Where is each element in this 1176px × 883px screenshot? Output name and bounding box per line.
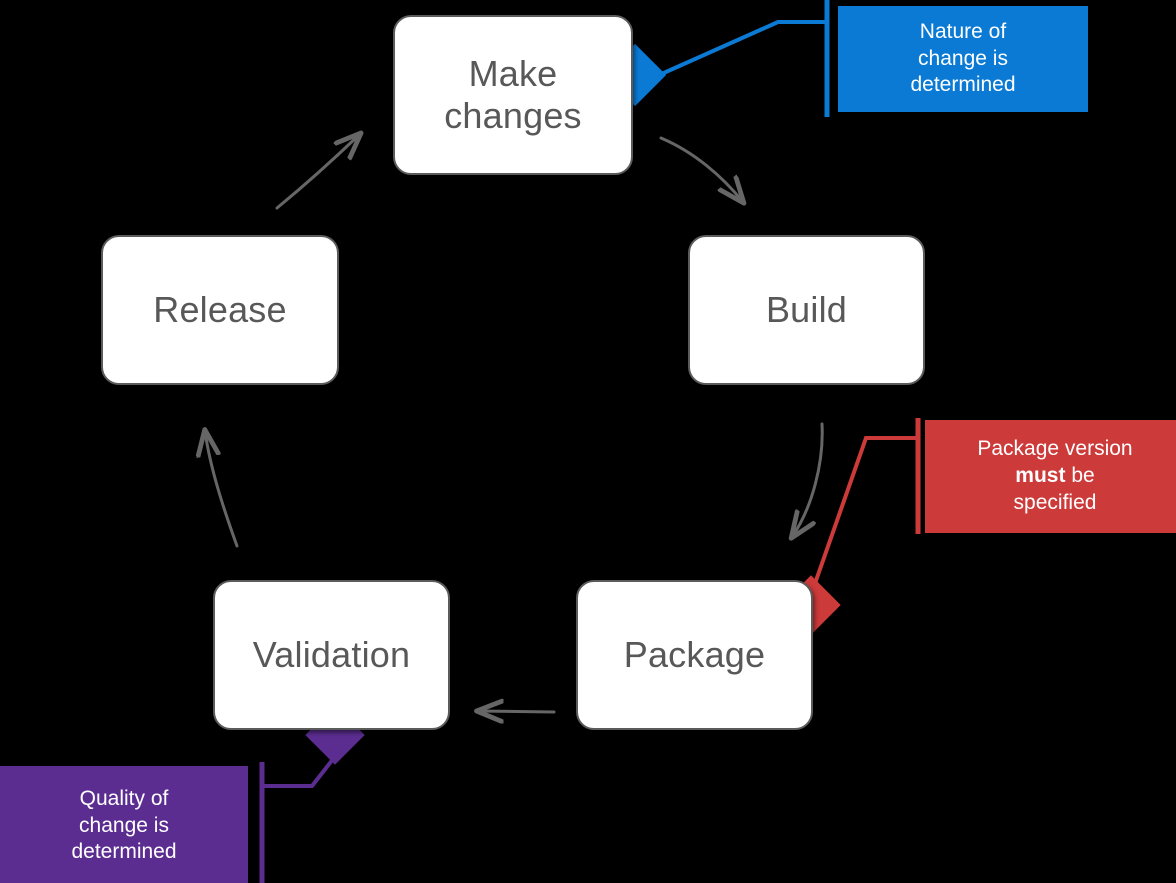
stage-node-build[interactable]: Build xyxy=(688,235,925,385)
callout-leader-blue xyxy=(654,20,829,79)
arrow-release-to-make-changes xyxy=(275,134,360,210)
callout-package-emphasis: must xyxy=(1015,464,1066,488)
stage-node-validation[interactable]: Validation xyxy=(213,580,450,730)
callout-leader-purple xyxy=(261,751,340,788)
callout-package-line-2-rest: be xyxy=(1065,464,1095,488)
arrow-build-to-package xyxy=(792,422,824,537)
stage-label-release: Release xyxy=(153,288,287,330)
callout-quality-line-2: change is xyxy=(79,813,169,837)
callout-nature-line-2: change is xyxy=(918,46,1008,70)
stage-node-release[interactable]: Release xyxy=(101,235,339,385)
callout-nature-line-1: Nature of xyxy=(919,19,1007,43)
callout-nature-text: Nature of change is determined xyxy=(910,19,1015,100)
stage-label-validation: Validation xyxy=(252,633,411,675)
callout-package-line-2: must be xyxy=(977,463,1132,490)
callout-quality-text: Quality of change is determined xyxy=(71,786,176,867)
callout-quality-of-change[interactable]: Quality of change is determined xyxy=(0,766,248,883)
stage-label-make-changes: Make changes xyxy=(444,52,582,136)
callout-nature-of-change[interactable]: Nature of change is determined xyxy=(838,6,1088,112)
callout-package-text: Package version must be specified xyxy=(977,436,1132,517)
callout-package-line-3: specified xyxy=(1013,490,1097,514)
arrow-package-to-validation xyxy=(478,711,556,712)
callout-leader-red xyxy=(809,436,919,595)
callout-nature-line-3: determined xyxy=(910,73,1016,97)
callout-package-version[interactable]: Package version must be specified xyxy=(925,420,1176,533)
callout-quality-line-1: Quality of xyxy=(79,786,169,810)
arrow-validation-to-release xyxy=(205,431,239,548)
stage-node-package[interactable]: Package xyxy=(576,580,813,730)
callout-package-line-1: Package version xyxy=(977,437,1133,461)
stage-label-build: Build xyxy=(765,288,848,330)
stage-node-make-changes[interactable]: Make changes xyxy=(393,15,633,175)
callout-quality-line-3: determined xyxy=(71,840,177,864)
arrow-make-changes-to-build xyxy=(659,136,743,202)
stage-label-package: Package xyxy=(623,633,766,675)
